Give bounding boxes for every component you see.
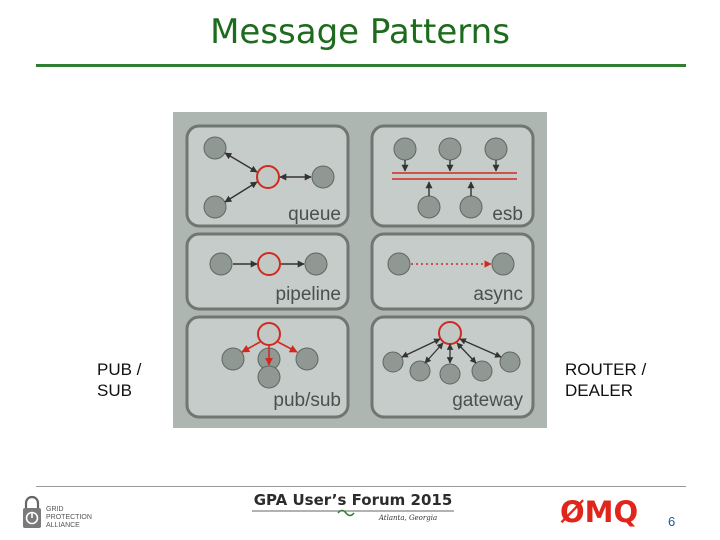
zmq-logo-text: ØMQ [560, 495, 638, 528]
footer-divider [36, 486, 686, 487]
panel-async: async [370, 232, 535, 311]
queue-label: queue [288, 204, 341, 225]
pipeline-label: pipeline [276, 284, 342, 305]
panel-gateway: gateway [370, 315, 535, 419]
gpa-logo-line3: ALLIANCE [46, 522, 80, 529]
panel-pipeline: pipeline [185, 232, 350, 311]
forum-location: Atlanta, Georgia [378, 514, 437, 522]
panel-pubsub: pub/sub [185, 315, 350, 419]
slide-title: Message Patterns [210, 12, 510, 52]
gpa-logo-line1: GRID [46, 506, 64, 513]
pubsub-label: pub/sub [273, 390, 341, 411]
gpa-logo-line2: PROTECTION [46, 514, 92, 521]
message-patterns-diagram: queue esb pipeline async [173, 112, 547, 428]
panel-queue: queue [185, 124, 350, 228]
forum-title: GPA User’s Forum 2015 [254, 491, 453, 509]
pubsub-side-label: PUB / SUB [97, 360, 142, 400]
zeromq-logo: ØMQ [560, 495, 638, 528]
panel-esb: esb [370, 124, 535, 228]
grid-protection-alliance-logo: GRID PROTECTION ALLIANCE [23, 495, 92, 529]
gpa-users-forum-banner: GPA User’s Forum 2015 Atlanta, Georgia [252, 491, 454, 522]
gateway-label: gateway [452, 390, 523, 411]
esb-label: esb [492, 204, 523, 225]
async-label: async [473, 284, 523, 305]
page-number: 6 [668, 514, 676, 529]
title-underline [36, 64, 686, 67]
router-dealer-side-label: ROUTER / DEALER [565, 360, 647, 400]
